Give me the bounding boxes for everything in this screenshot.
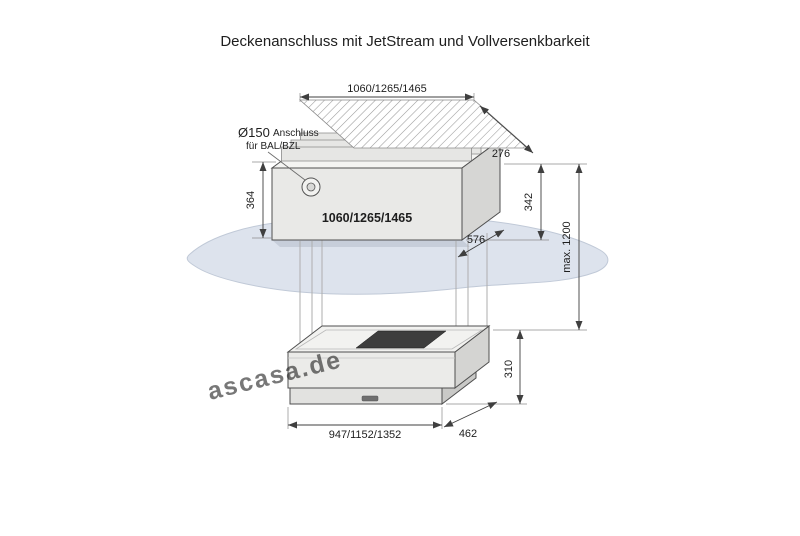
dim-label-housing-height-right: 342 [523, 193, 535, 211]
dim-panel-depth: 462 [443, 401, 498, 440]
dim-ceiling-cutout-depth: 276 [479, 105, 534, 160]
dim-label-max-extension: max. 1200 [561, 221, 573, 272]
dim-panel-width: 947/1152/1352 [287, 407, 443, 441]
dim-housing-height-right: 342 [466, 163, 587, 241]
dim-max-extension: max. 1200 [493, 164, 587, 331]
housing-box: 1060/1265/1465 [270, 132, 502, 241]
lowered-panel [286, 324, 491, 406]
duct-leader-line [267, 151, 306, 181]
dim-label-panel-depth: 462 [459, 428, 477, 440]
dimension-line [443, 401, 498, 428]
duct-label-line1: Anschluss [273, 128, 319, 139]
dim-label-ceiling-cutout-width: 1060/1265/1465 [347, 83, 427, 95]
fin [281, 146, 472, 162]
dimension-line [457, 229, 505, 258]
dim-housing-depth: 576 [457, 229, 505, 258]
grease-filter-panel [355, 330, 447, 349]
dim-ceiling-cutout-width: 1060/1265/1465 [299, 83, 475, 102]
housing-width-label: 1060/1265/1465 [322, 211, 412, 225]
dim-housing-height-left: 364 [245, 161, 276, 239]
duct-connection-inner-circle [306, 182, 316, 192]
dim-label-panel-width: 947/1152/1352 [329, 429, 402, 441]
duct-annotation: Ø150 Anschluss für BAL/BZL [238, 125, 319, 181]
dimension-line [479, 105, 534, 154]
housing-front-face [271, 167, 463, 241]
panel-handle [361, 395, 379, 402]
dim-label-panel-height: 310 [503, 360, 515, 378]
dim-label-housing-depth: 576 [467, 234, 485, 246]
page-title: Deckenanschluss mit JetStream und Vollve… [220, 33, 590, 50]
dim-label-ceiling-cutout-depth: 276 [492, 148, 510, 160]
ceiling-recess-shadow [272, 240, 470, 247]
dim-label-housing-height-left: 364 [245, 191, 257, 209]
duct-diameter-label: Ø150 [238, 125, 270, 140]
panel-top-rim [294, 329, 484, 350]
duct-label-line2: für BAL/BZL [246, 141, 301, 152]
